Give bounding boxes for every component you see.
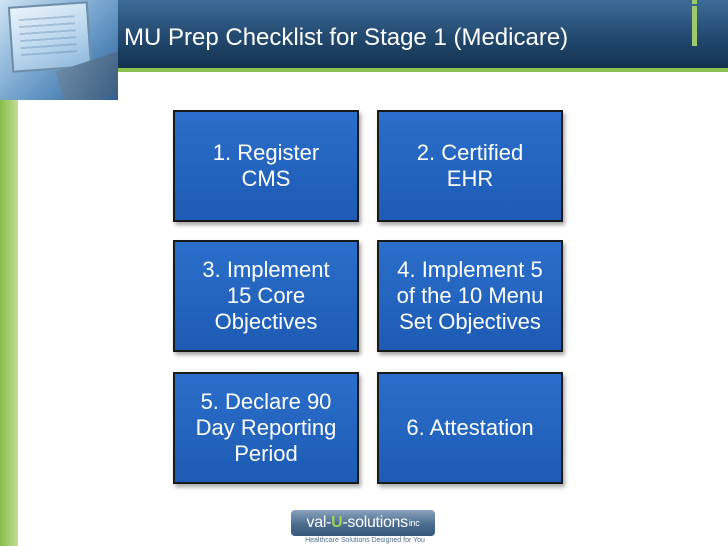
monitor-image — [7, 1, 93, 73]
logo-text-u: U — [331, 514, 343, 531]
logo-tagline: Healthcare Solutions Designed for You — [305, 537, 425, 544]
step-label: 5. Declare 90 Day Reporting Period — [195, 389, 337, 466]
header-accent-tip — [692, 0, 697, 4]
step-register-cms: 1. Register CMS — [173, 110, 359, 222]
header-accent-mark — [692, 6, 697, 46]
step-core-objectives: 3. Implement 15 Core Objectives — [173, 240, 359, 352]
checklist-grid: 1. Register CMS 2. Certified EHR 3. Impl… — [173, 110, 567, 486]
step-attestation: 6. Attestation — [377, 372, 563, 484]
step-label: 1. Register CMS — [212, 140, 320, 191]
step-certified-ehr: 2. Certified EHR — [377, 110, 563, 222]
step-menu-objectives: 4. Implement 5 of the 10 Menu Set Object… — [377, 240, 563, 352]
step-label: 2. Certified EHR — [416, 140, 524, 191]
side-accent-bar — [0, 100, 18, 546]
header-underline — [118, 68, 728, 72]
computer-photo — [0, 0, 118, 100]
step-label: 4. Implement 5 of the 10 Menu Set Object… — [396, 257, 544, 334]
header-bar — [0, 0, 728, 68]
logo-text-part1: val- — [306, 514, 332, 531]
step-label: 3. Implement 15 Core Objectives — [202, 257, 330, 334]
logo-text-suffix: inc — [408, 518, 420, 528]
logo-text-part3: -solutions — [342, 514, 408, 531]
slide-title: MU Prep Checklist for Stage 1 (Medicare) — [124, 24, 569, 51]
step-reporting-period: 5. Declare 90 Day Reporting Period — [173, 372, 359, 484]
step-label: 6. Attestation — [406, 415, 534, 440]
